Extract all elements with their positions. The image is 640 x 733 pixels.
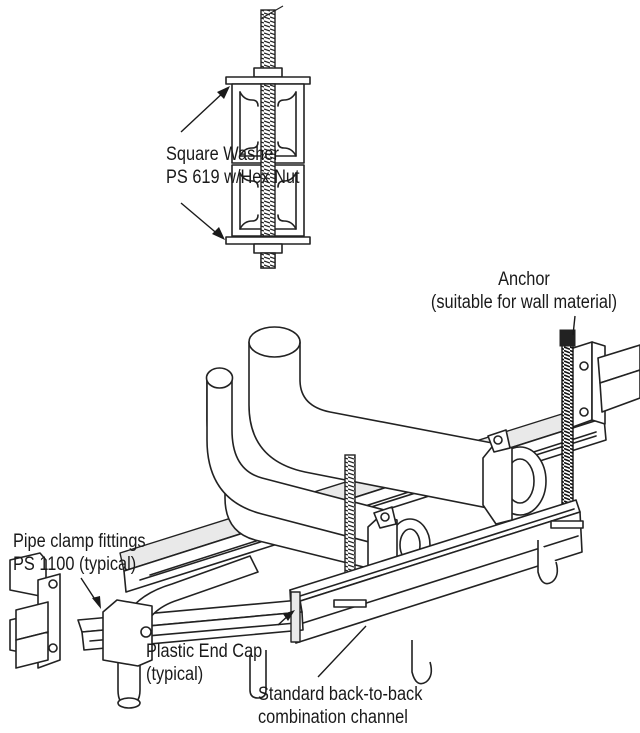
label-anchor-line2: (suitable for wall material) — [430, 292, 618, 313]
right-wall-bracket — [569, 341, 640, 429]
label-square-washer-line2: PS 619 w/Hex Nut — [166, 167, 300, 188]
label-anchor: Anchor (suitable for wall material) — [416, 268, 633, 314]
front-washer-left — [333, 599, 367, 608]
label-channel-line2: combination channel — [258, 707, 408, 728]
detail-washer-assembly — [180, 5, 311, 269]
detail-top-square-washer — [225, 76, 311, 85]
left-wall-bracket — [9, 552, 61, 669]
front-washer-right — [550, 520, 584, 529]
main-assembly — [9, 315, 640, 709]
hanger-left — [249, 650, 267, 699]
label-channel: Standard back-to-back combination channe… — [258, 683, 422, 729]
label-pipe-clamp: Pipe clamp fittings PS 1100 (typical) — [13, 530, 146, 576]
label-pipe-clamp-line2: PS 1100 (typical) — [13, 554, 137, 575]
label-square-washer: Square Washer PS 619 w/Hex Nut — [166, 143, 300, 189]
plastic-end-cap — [290, 591, 301, 643]
left-u-pipe — [102, 555, 259, 709]
hanger-middle — [411, 640, 433, 685]
label-anchor-line1: Anchor — [498, 269, 550, 290]
label-channel-line1: Standard back-to-back — [258, 684, 423, 705]
hanger-right — [537, 540, 559, 585]
detail-top-hex-nut — [253, 67, 283, 78]
label-square-washer-line1: Square Washer — [166, 144, 279, 165]
detail-bottom-hex-nut — [253, 243, 283, 254]
label-end-cap-line1: Plastic End Cap — [146, 641, 263, 662]
label-pipe-clamp-line1: Pipe clamp fittings — [13, 531, 146, 552]
label-end-cap: Plastic End Cap (typical) — [146, 640, 262, 686]
detail-bottom-square-washer — [225, 236, 311, 245]
label-end-cap-line2: (typical) — [146, 664, 204, 685]
